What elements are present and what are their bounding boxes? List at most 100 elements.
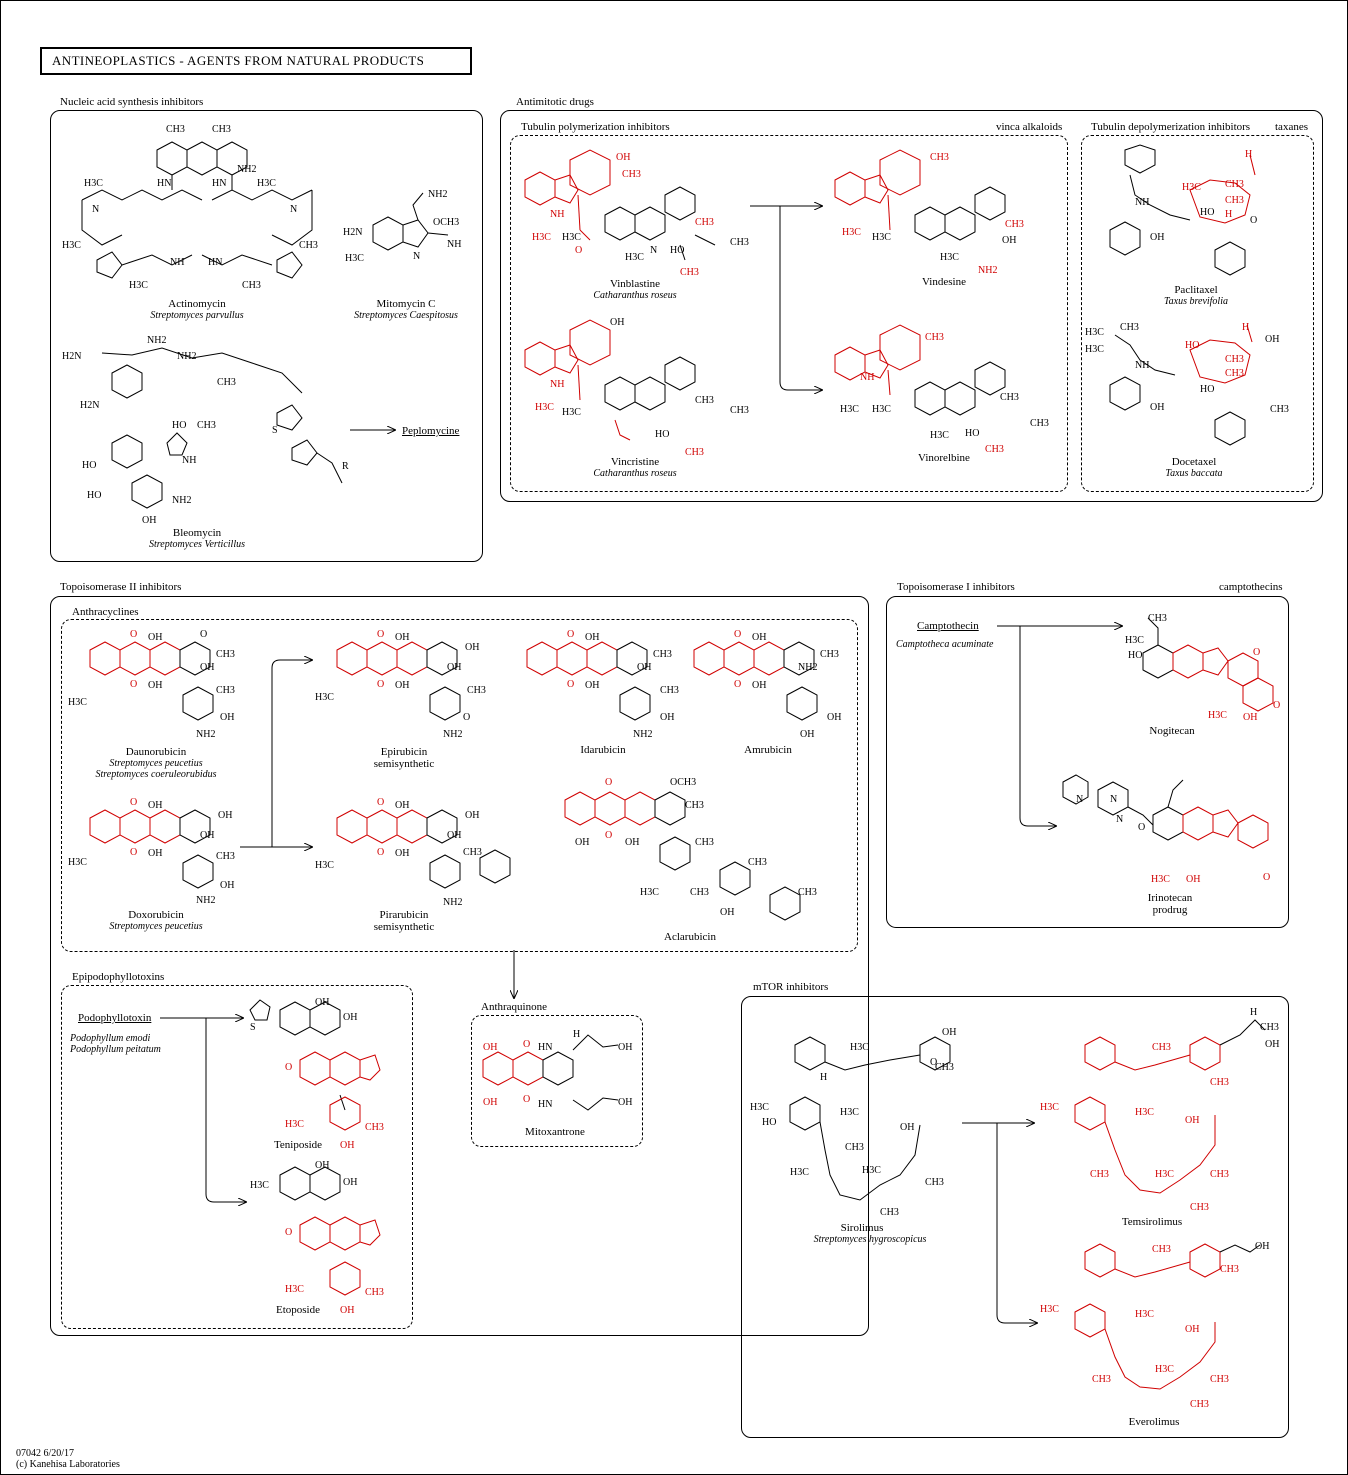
- svg-text:NH: NH: [170, 257, 184, 268]
- svg-text:OCH3: OCH3: [433, 217, 459, 228]
- svg-text:CH3: CH3: [930, 152, 949, 163]
- svg-text:R: R: [342, 461, 349, 472]
- podophyllotoxin-source-2: Podophyllum peitatum: [70, 1044, 161, 1055]
- svg-text:NH2: NH2: [443, 897, 462, 908]
- svg-text:H3C: H3C: [68, 697, 87, 708]
- svg-text:CH3: CH3: [695, 837, 714, 848]
- svg-text:H3C: H3C: [1085, 344, 1104, 355]
- svg-text:OH: OH: [616, 152, 630, 163]
- svg-text:H3C: H3C: [850, 1042, 869, 1053]
- svg-text:OH: OH: [1265, 1039, 1279, 1050]
- svg-text:O: O: [734, 679, 741, 690]
- svg-text:NH: NH: [1135, 360, 1149, 371]
- bleomycin-source: Streptomyces Verticillus: [149, 539, 245, 550]
- docetaxel-source: Taxus baccata: [1165, 468, 1223, 479]
- svg-text:CH3: CH3: [242, 280, 261, 291]
- svg-text:OH: OH: [900, 1122, 914, 1133]
- svg-text:HN: HN: [212, 178, 226, 189]
- svg-text:HO: HO: [1185, 340, 1199, 351]
- svg-text:CH3: CH3: [880, 1207, 899, 1218]
- svg-text:O: O: [523, 1094, 530, 1105]
- svg-text:O: O: [130, 797, 137, 808]
- svg-text:OH: OH: [395, 632, 409, 643]
- svg-text:H3C: H3C: [1182, 182, 1201, 193]
- svg-text:HN: HN: [538, 1042, 552, 1053]
- svg-text:CH3: CH3: [985, 444, 1004, 455]
- svg-text:O: O: [285, 1227, 292, 1238]
- svg-text:CH3: CH3: [622, 169, 641, 180]
- svg-text:NH2: NH2: [147, 335, 166, 346]
- camptothecin-source: Camptotheca acuminate: [896, 639, 994, 650]
- svg-text:CH3: CH3: [1030, 418, 1049, 429]
- section-label-anthracyclines: Anthracyclines: [72, 606, 139, 618]
- svg-text:H3C: H3C: [1085, 327, 1104, 338]
- bleomycin-name: Bleomycin: [172, 527, 222, 539]
- svg-text:OH: OH: [575, 837, 589, 848]
- svg-text:HO: HO: [762, 1117, 776, 1128]
- svg-text:H3C: H3C: [250, 1180, 269, 1191]
- svg-text:CH3: CH3: [463, 847, 482, 858]
- svg-text:CH3: CH3: [925, 1177, 944, 1188]
- svg-text:OH: OH: [1255, 1241, 1269, 1252]
- svg-text:OH: OH: [142, 515, 156, 526]
- svg-text:CH3: CH3: [212, 124, 231, 135]
- mitomycin-source: Streptomyces Caespitosus: [354, 310, 458, 321]
- svg-text:CH3: CH3: [685, 800, 704, 811]
- paclitaxel-name: Paclitaxel: [1174, 284, 1218, 296]
- svg-text:O: O: [1253, 647, 1260, 658]
- doxorubicin-source: Streptomyces peucetius: [109, 921, 203, 932]
- svg-text:CH3: CH3: [695, 217, 714, 228]
- svg-text:OH: OH: [447, 830, 461, 841]
- section-label-taxanes: taxanes: [1275, 121, 1308, 133]
- svg-text:CH3: CH3: [365, 1122, 384, 1133]
- svg-text:OH: OH: [720, 907, 734, 918]
- svg-text:CH3: CH3: [1210, 1374, 1229, 1385]
- svg-text:H2N: H2N: [343, 227, 362, 238]
- svg-text:CH3: CH3: [653, 649, 672, 660]
- svg-text:NH2: NH2: [177, 351, 196, 362]
- vindesine-name: Vindesine: [922, 276, 966, 288]
- svg-text:H3C: H3C: [872, 232, 891, 243]
- vinorelbine-name: Vinorelbine: [918, 452, 970, 464]
- svg-text:OH: OH: [395, 680, 409, 691]
- podophyllotoxin-link[interactable]: Podophyllotoxin: [78, 1012, 152, 1024]
- svg-text:OH: OH: [618, 1042, 632, 1053]
- actinomycin-name: Actinomycin: [168, 298, 226, 310]
- svg-text:OH: OH: [800, 729, 814, 740]
- svg-text:OH: OH: [315, 1160, 329, 1171]
- svg-text:H3C: H3C: [872, 404, 891, 415]
- svg-text:H3C: H3C: [790, 1167, 809, 1178]
- svg-text:N: N: [1116, 814, 1123, 825]
- svg-text:O: O: [605, 830, 612, 841]
- svg-text:CH3: CH3: [1190, 1399, 1209, 1410]
- amrubicin-name: Amrubicin: [744, 744, 792, 756]
- svg-text:CH3: CH3: [798, 887, 817, 898]
- svg-text:N: N: [1110, 794, 1117, 805]
- svg-text:CH3: CH3: [1152, 1244, 1171, 1255]
- svg-text:H3C: H3C: [842, 227, 861, 238]
- panel-antimitotic: [500, 110, 1323, 502]
- svg-text:O: O: [200, 629, 207, 640]
- svg-text:CH3: CH3: [299, 240, 318, 251]
- svg-text:CH3: CH3: [216, 649, 235, 660]
- svg-text:NH: NH: [550, 379, 564, 390]
- svg-text:H3C: H3C: [1151, 874, 1170, 885]
- panel-anthracyclines: [61, 619, 858, 952]
- peplomycine-link[interactable]: Peplomycine: [402, 425, 460, 437]
- svg-text:OH: OH: [340, 1305, 354, 1316]
- vinblastine-name: Vinblastine: [609, 278, 661, 290]
- svg-text:OH: OH: [752, 632, 766, 643]
- svg-text:OH: OH: [1243, 712, 1257, 723]
- camptothecin-link[interactable]: Camptothecin: [917, 620, 979, 632]
- panel-topoisomerase-2: [50, 596, 869, 1336]
- svg-text:NH2: NH2: [172, 495, 191, 506]
- svg-text:H3C: H3C: [532, 232, 551, 243]
- svg-text:NH: NH: [182, 455, 196, 466]
- svg-text:HO: HO: [965, 428, 979, 439]
